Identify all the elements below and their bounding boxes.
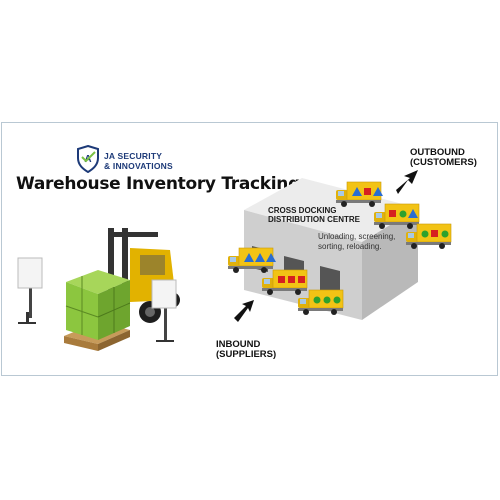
- logo-text-line1: JA SECURITY: [104, 151, 163, 161]
- centre-title-line1: CROSS DOCKING: [268, 206, 337, 215]
- inbound-label-line2: (SUPPLIERS): [216, 349, 277, 360]
- inbound-label: INBOUND (SUPPLIERS): [216, 340, 276, 360]
- centre-description: Unloading, screening, sorting, reloading…: [318, 232, 395, 251]
- outbound-label: OUTBOUND (CUSTOMERS): [410, 148, 477, 168]
- rfid-reader-left: [17, 257, 43, 324]
- page-title: Warehouse Inventory Tracking: [16, 174, 300, 194]
- inbound-arrow-icon: [234, 300, 254, 322]
- outbound-truck-2: [373, 203, 420, 230]
- outbound-label-line2: (CUSTOMERS): [410, 157, 477, 168]
- pallet-crates: [64, 270, 131, 351]
- centre-title: CROSS DOCKING DISTRIBUTION CENTRE: [268, 206, 360, 224]
- inbound-truck-red: [261, 269, 308, 296]
- centre-description-line1: Unloading, screening,: [318, 232, 396, 241]
- outbound-truck-1: [335, 181, 383, 208]
- outbound-arrow-icon: [396, 170, 418, 194]
- company-logo: A JA SECURITY & INNOVATIONS: [76, 145, 176, 173]
- rfid-reader-right: [151, 279, 177, 342]
- inbound-truck-blue: [227, 247, 276, 274]
- logo-text-line2: & INNOVATIONS: [104, 161, 173, 171]
- outbound-truck-3: [405, 223, 452, 250]
- shield-icon: A: [77, 145, 99, 173]
- outbound-label-line1: OUTBOUND: [410, 147, 465, 158]
- inbound-truck-green: [297, 289, 344, 316]
- centre-title-line2: DISTRIBUTION CENTRE: [268, 215, 360, 224]
- inbound-label-line1: INBOUND: [216, 339, 261, 350]
- centre-description-line2: sorting, reloading.: [318, 241, 382, 251]
